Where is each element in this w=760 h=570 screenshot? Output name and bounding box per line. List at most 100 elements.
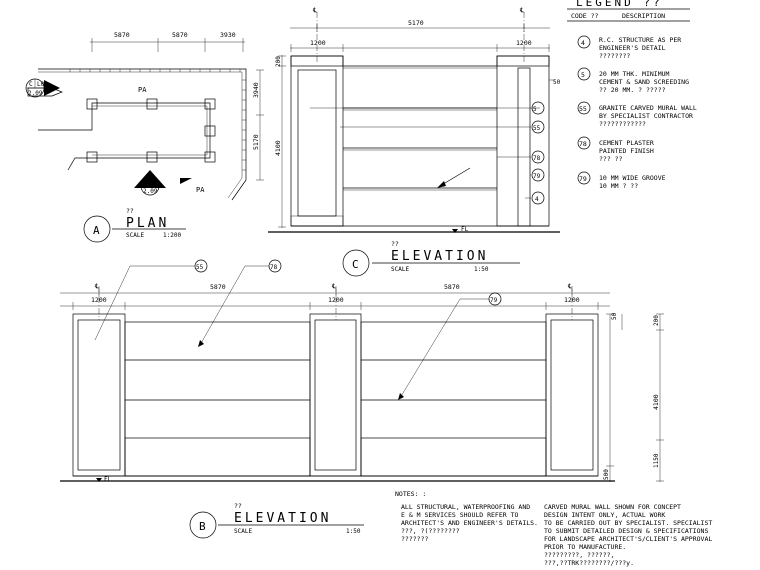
svg-text:℄: ℄ (312, 6, 318, 14)
elev-c-title-cn: ?? (391, 240, 399, 248)
svg-text:R.C. STRUCTURE AS PER: R.C. STRUCTURE AS PER (599, 36, 681, 44)
svg-text:L0: L0 (152, 179, 160, 186)
legend-code-header: CODE ?? (571, 12, 598, 20)
elev-b-mural-3 (551, 320, 593, 470)
svg-text:???????: ??????? (401, 535, 428, 543)
elev-b-mural-2 (315, 320, 356, 470)
legend-item-78: 78 CEMENT PLASTER PAINTED FINISH ??? ?… (578, 137, 654, 163)
svg-text:10 MM ? ??: 10 MM ? ?? (599, 182, 638, 190)
plan-side-dim-2: 5170 (252, 134, 260, 150)
elev-c-title: ELEVATION (391, 249, 488, 264)
elev-c-dim-height: 4100 (274, 140, 282, 156)
elev-b-tags: 55 78 79 (95, 260, 501, 400)
svg-text:ENGINEER'S DETAIL: ENGINEER'S DETAIL (599, 44, 666, 52)
svg-text:℄: ℄ (519, 6, 525, 14)
elev-b-dim-pier-3: 1200 (564, 296, 580, 304)
elev-b-dim-height: 4100 (652, 394, 660, 410)
svg-text:????????????: ???????????? (599, 120, 646, 128)
svg-text:55: 55 (579, 105, 587, 113)
elev-c-dim-top: 200 (275, 56, 282, 67)
svg-text:79: 79 (579, 175, 587, 183)
svg-text:DESIGN INTENT ONLY, ACTUAL WOR: DESIGN INTENT ONLY, ACTUAL WORK (544, 511, 665, 519)
svg-text:4: 4 (535, 196, 539, 203)
svg-text:55: 55 (196, 264, 204, 271)
svg-text:PRIOR TO MANUFACTURE.: PRIOR TO MANUFACTURE. (544, 543, 626, 551)
svg-text:ARCHITECT'S AND ENGINEER'S DET: ARCHITECT'S AND ENGINEER'S DETAILS. (401, 519, 538, 527)
svg-text:2.09: 2.09 (28, 90, 43, 97)
plan-area-label-1: PA (138, 86, 147, 94)
elev-b-dim-pier-2: 1200 (328, 296, 344, 304)
legend: LEGEND ?? CODE ?? DESCRIPTION  4 R.C. S… (567, 0, 697, 190)
plan-dim-3: 3930 (220, 31, 236, 39)
elev-b-dim-top: 200 (653, 315, 660, 326)
svg-text:℄: ℄ (567, 282, 573, 290)
svg-text:4: 4 (581, 39, 585, 47)
svg-text:?????????, ??????,: ?????????, ??????, (544, 551, 614, 559)
svg-text:FOR LANDSCAPE ARCHITECT'S/CLIE: FOR LANDSCAPE ARCHITECT'S/CLIENT'S APPRO… (544, 535, 712, 543)
elev-b-dim-small: 50 (611, 312, 618, 320)
plan-scale-label: SCALE (126, 232, 144, 239)
svg-text:2.09: 2.09 (143, 188, 158, 195)
notes: NOTES: : ALL STRUCTURAL, WATERPROOFING … (395, 490, 538, 543)
svg-text:55: 55 (533, 125, 541, 132)
legend-item-4: 4 R.C. STRUCTURE AS PER ENGINEER'S DETAI… (578, 36, 681, 60)
plan-callout-b: B L0 2.09 (134, 170, 192, 195)
svg-text:GRANITE CARVED MURAL WALL: GRANITE CARVED MURAL WALL (599, 104, 697, 112)
elev-b-dim-2: 5870 (444, 283, 460, 291)
elev-b-title: ELEVATION (234, 511, 331, 526)
elev-b-dim-low: 1150 (653, 453, 660, 468)
plan-scale: 1:200 (163, 232, 181, 239)
elev-c-dim-left: 1200 (310, 39, 326, 47)
elev-b-scale: 1:50 (346, 528, 361, 535)
elev-b-marker: B (199, 520, 206, 533)
svg-text:ALL STRUCTURAL, WATERPROOFING: ALL STRUCTURAL, WATERPROOFING AND (401, 503, 530, 511)
elev-b-wall-panel-1 (125, 322, 310, 476)
svg-text:E & M SERVICES SHOULD REFER TO: E & M SERVICES SHOULD REFER TO (401, 511, 518, 519)
legend-title: LEGEND ?? (576, 0, 663, 9)
svg-text:???, ?(????????: ???, ?(???????? (401, 527, 460, 535)
svg-text:78: 78 (270, 264, 278, 271)
elev-b-scale-label: SCALE (234, 528, 252, 535)
elev-b-wall-panel-2 (361, 322, 546, 476)
plan-side-dim-1: 3940 (252, 82, 260, 98)
elev-b-mural-1 (78, 320, 120, 470)
svg-text:CARVED MURAL WALL SHOWN FOR CO: CARVED MURAL WALL SHOWN FOR CONCEPT (544, 503, 681, 511)
elev-c-tags: 5 55 78 79 4 (310, 102, 544, 204)
svg-text:BY SPECIALIST CONTRACTOR: BY SPECIALIST CONTRACTOR (599, 112, 693, 120)
svg-text:79: 79 (490, 297, 498, 304)
elev-c-dim-right: 1200 (516, 39, 532, 47)
elev-b-dim-base: 500 (603, 469, 610, 480)
elev-c-dim-total: 5170 (408, 19, 424, 27)
elev-b-fl: FL (104, 476, 112, 483)
svg-text:℄: ℄ (331, 282, 337, 290)
plan-callout-c: C L0 2.09 (26, 79, 62, 97)
legend-item-5: 5 20 MM THK. MINIMUM CEMENT & SAND SCREE… (578, 68, 689, 94)
svg-text:CEMENT PLASTER: CEMENT PLASTER (599, 139, 654, 147)
svg-text:CEMENT & SAND SCREEDING: CEMENT & SAND SCREEDING (599, 78, 689, 86)
svg-text:TO SUBMIT DETAILED DESIGN & SP: TO SUBMIT DETAILED DESIGN & SPECIFICATIO… (544, 527, 708, 535)
plan-marker: A (93, 224, 100, 237)
elevation-b-view: ℄ ℄ ℄ 5870 5870 1200 1200 1200 (60, 260, 664, 538)
elev-c-scale-label: SCALE (391, 266, 409, 273)
svg-text:C: C (29, 81, 33, 88)
plan-dim-2: 5870 (172, 31, 188, 39)
legend-description-header: DESCRIPTION  (622, 12, 669, 20)
svg-text:78: 78 (533, 155, 541, 162)
svg-text:5: 5 (581, 71, 585, 79)
plan-area-label-2: PA (196, 186, 205, 194)
elev-c-fl: FL (461, 226, 469, 233)
svg-text:79: 79 (533, 173, 541, 180)
svg-text:PAINTED FINISH: PAINTED FINISH (599, 147, 654, 155)
svg-text:10 MM WIDE GROOVE: 10 MM WIDE GROOVE (599, 174, 666, 182)
notes-title: NOTES: : (395, 490, 426, 498)
svg-text:TO BE CARRIED OUT BY SPECIALIS: TO BE CARRIED OUT BY SPECIALIST. SPECIAL… (544, 519, 712, 527)
legend-item-79: 79 10 MM WIDE GROOVE 10 MM ? ?? (578, 172, 666, 190)
svg-text:5: 5 (533, 106, 537, 113)
svg-text:℄: ℄ (94, 282, 100, 290)
svg-text:????????: ???????? (599, 52, 630, 60)
elev-c-marker: C (352, 258, 359, 271)
legend-item-55: 55 GRANITE CARVED MURAL WALL BY SPECIALI… (578, 102, 697, 128)
concept-note: CARVED MURAL WALL SHOWN FOR CONCEPT DESI… (544, 503, 712, 567)
svg-text:L0: L0 (37, 81, 45, 88)
